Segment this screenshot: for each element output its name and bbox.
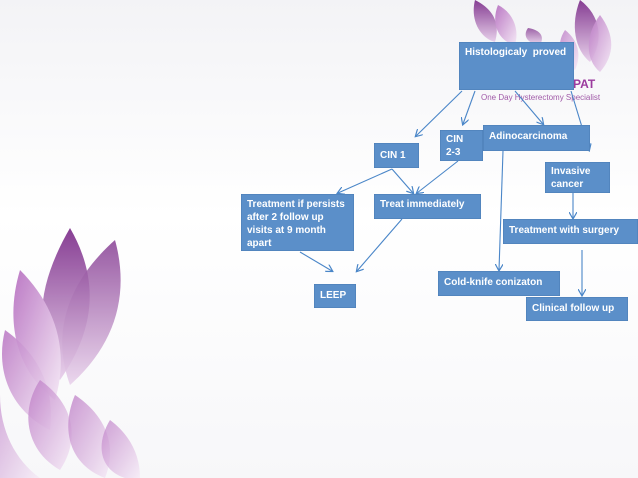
node-treatment-surgery: Treatment with surgery — [503, 219, 638, 244]
node-histology-label: Histologicaly proved — [465, 47, 567, 58]
node-treat-immediately-label: Treat immediately — [380, 199, 465, 210]
node-treatment-if-persists: Treatment if persists after 2 follow up … — [241, 194, 354, 251]
node-cin1: CIN 1 — [374, 143, 419, 168]
node-clinical-follow-up-label: Clinical follow up — [532, 303, 615, 314]
node-histology: Histologicaly proved — [459, 42, 574, 90]
node-cin23-label: CIN 2-3 — [446, 134, 464, 158]
brand-tagline: One Day Hysterectomy Specialist — [481, 93, 601, 102]
node-invasive-cancer-label: Invasive cancer — [551, 166, 591, 190]
node-invasive-cancer: Invasive cancer — [545, 162, 610, 193]
node-cold-knife-label: Cold-knife conizaton — [444, 277, 543, 288]
node-leep: LEEP — [314, 284, 356, 308]
node-treatment-surgery-label: Treatment with surgery — [509, 225, 620, 236]
node-treat-immediately: Treat immediately — [374, 194, 481, 219]
node-treatment-if-persists-label: Treatment if persists after 2 follow up … — [247, 199, 345, 249]
brand-name: PAT — [573, 77, 596, 91]
node-cin1-label: CIN 1 — [380, 150, 406, 161]
node-cold-knife: Cold-knife conizaton — [438, 271, 560, 296]
node-clinical-follow-up: Clinical follow up — [526, 297, 628, 321]
node-adenocarcinoma: Adinocarcinoma — [483, 125, 590, 151]
node-leep-label: LEEP — [320, 290, 347, 301]
node-cin23: CIN 2-3 — [440, 130, 483, 161]
node-adenocarcinoma-label: Adinocarcinoma — [489, 131, 568, 142]
